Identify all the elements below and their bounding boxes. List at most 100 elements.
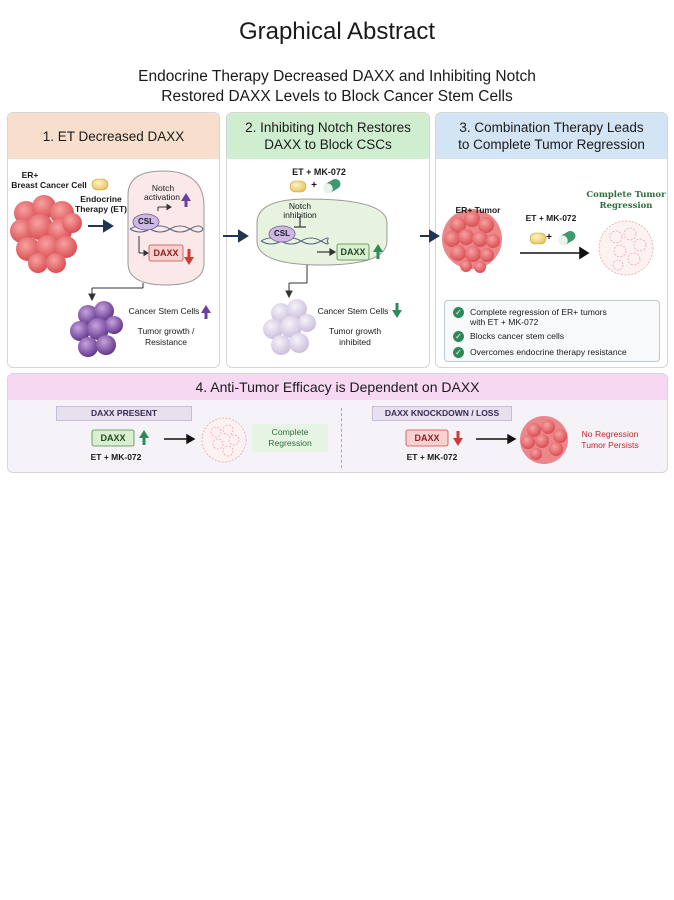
benefit-text: Overcomes endocrine therapy resistance (470, 347, 627, 357)
capsule-icon (323, 179, 341, 194)
panel-combination-therapy: 3. Combination Therapy Leads to Complete… (435, 112, 668, 368)
arrow-up-green-icon (139, 430, 149, 445)
arrow-right-icon (476, 433, 517, 445)
complete-regression-box: Complete Regression (252, 424, 328, 452)
pill-icon (289, 180, 307, 193)
arrow-to-stem-cells-icon (88, 283, 144, 302)
csc-label: Cancer Stem Cells (128, 306, 200, 316)
benefit-text: with ET + MK-072 (470, 317, 539, 327)
panel2-heading: 2. Inhibiting Notch Restores DAXX to Blo… (227, 113, 429, 159)
section-divider (341, 408, 342, 468)
arrow-up-green-icon (373, 244, 383, 259)
therapy-label-1: Endocrine (80, 194, 122, 204)
panel4-heading: 4. Anti-Tumor Efficacy is Dependent on D… (8, 374, 667, 400)
page-title: Graphical Abstract (238, 18, 436, 45)
capsule-icon (558, 231, 576, 246)
tumor-label: ER+ Tumor (455, 205, 501, 215)
daxx-present-label: DAXX (100, 433, 126, 443)
left-treatment-label: ET + MK-072 (90, 452, 142, 462)
check-circle-icon: ✓ (453, 331, 464, 342)
cell-label-breast: Breast Cancer Cell (11, 180, 87, 190)
pill-icon (529, 232, 547, 245)
notch-label-2: activation (144, 192, 180, 202)
left-result-line-2: Regression (268, 438, 312, 448)
outcome-label-2: Resistance (144, 337, 188, 347)
subtitle-line-1: Endocrine Therapy Decreased DAXX and Inh… (138, 68, 536, 85)
check-circle-icon: ✓ (453, 307, 464, 318)
plus-sign: + (546, 232, 552, 243)
panel2-heading-line-1: 2. Inhibiting Notch Restores (245, 120, 411, 135)
page-subtitle: Endocrine Therapy Decreased DAXX and Inh… (0, 67, 674, 107)
notch-activation-arrow-icon (157, 203, 172, 211)
daxx-knockdown-tag: DAXX KNOCKDOWN / LOSS (372, 406, 512, 421)
subtitle-line-2: Restored DAXX Levels to Block Cancer Ste… (161, 88, 513, 105)
arrow-up-purple-icon (181, 193, 191, 207)
cancer-stem-cell-cluster-icon (70, 301, 123, 357)
panel3-illustration (442, 209, 654, 276)
notch-label-1: Notch (288, 201, 312, 211)
er-positive-cell-cluster-icon (10, 195, 82, 273)
csl-protein-icon (268, 225, 296, 243)
treatment-label: ET + MK-072 (292, 167, 346, 177)
right-treatment-label: ET + MK-072 (406, 452, 458, 462)
notch-label-1: Notch (151, 183, 175, 193)
panel3-heading-line-2: to Complete Tumor Regression (458, 137, 645, 152)
csl-label: CSL (274, 229, 290, 238)
result-label-1: Complete Tumor (586, 190, 666, 200)
daxx-box (148, 244, 184, 262)
panel1-illustration (10, 170, 211, 357)
benefit-item: ✓ Blocks cancer stem cells (453, 331, 564, 342)
panel3-heading-line-1: 3. Combination Therapy Leads (459, 120, 644, 135)
panel2-illustration (256, 179, 402, 355)
cell-label-er: ER+ (21, 170, 39, 180)
daxx-present-tag: DAXX PRESENT (56, 406, 192, 421)
pill-icon (91, 178, 109, 191)
panel2-heading-line-2: DAXX to Block CSCs (264, 137, 392, 152)
result-label-2: Regression (599, 201, 653, 211)
panel-daxx-dependence: 4. Anti-Tumor Efficacy is Dependent on D… (7, 373, 668, 473)
panel3-heading: 3. Combination Therapy Leads to Complete… (436, 113, 667, 159)
regressed-tumor-icon (201, 417, 247, 463)
arrow-down-red-icon (184, 249, 194, 265)
er-positive-tumor-icon (442, 209, 502, 273)
csl-label: CSL (138, 217, 154, 226)
arrow-right-icon (164, 433, 196, 445)
arrow-right-icon (88, 219, 114, 233)
daxx-box-knockdown (405, 429, 449, 447)
plus-sign: + (311, 180, 317, 191)
arrow-up-purple-icon (201, 305, 211, 319)
daxx-knockdown-label: DAXX (414, 433, 440, 443)
daxx-box-present (91, 429, 135, 447)
transcription-arrow-icon (138, 236, 149, 257)
daxx-box (336, 243, 370, 261)
daxx-label: DAXX (153, 248, 179, 258)
benefits-list: ✓ Complete regression of ER+ tumors with… (444, 300, 660, 362)
treatment-label: ET + MK-072 (525, 213, 577, 223)
no-regression-text: No Regression Tumor Persists (570, 429, 650, 451)
panel-inhibiting-notch: 2. Inhibiting Notch Restores DAXX to Blo… (226, 112, 430, 368)
outcome-label-2: inhibited (339, 337, 371, 347)
benefit-text: Blocks cancer stem cells (470, 331, 565, 341)
arrow-right-icon (317, 247, 337, 257)
csc-label: Cancer Stem Cells (317, 306, 389, 316)
outcome-label-1: Tumor growth (328, 326, 382, 336)
persistent-tumor-icon (520, 416, 568, 464)
right-result-line-2: Tumor Persists (581, 440, 639, 450)
arrow-to-stem-cells-icon (285, 265, 308, 299)
benefit-item: ✓ Complete regression of ER+ tumors with… (453, 307, 607, 327)
csl-protein-icon (132, 213, 160, 231)
notch-label-2: inhibition (283, 210, 317, 220)
therapy-label-2: Therapy (ET) (75, 204, 127, 214)
inhibited-stem-cell-cluster-icon (263, 299, 316, 355)
panel4-illustration (91, 416, 568, 464)
panel-et-decreased-daxx: 1. ET Decreased DAXX (7, 112, 220, 368)
outcome-label-1: Tumor growth / (137, 326, 195, 336)
arrow-down-green-icon (392, 303, 402, 318)
benefit-item: ✓ Overcomes endocrine therapy resistance (453, 347, 627, 358)
regressed-tumor-icon (598, 220, 654, 276)
check-circle-icon: ✓ (453, 347, 464, 358)
inhibition-symbol-icon (294, 216, 306, 228)
left-result-line-1: Complete (271, 427, 309, 437)
arrow-down-red-icon (453, 431, 463, 446)
daxx-label: DAXX (340, 247, 366, 257)
